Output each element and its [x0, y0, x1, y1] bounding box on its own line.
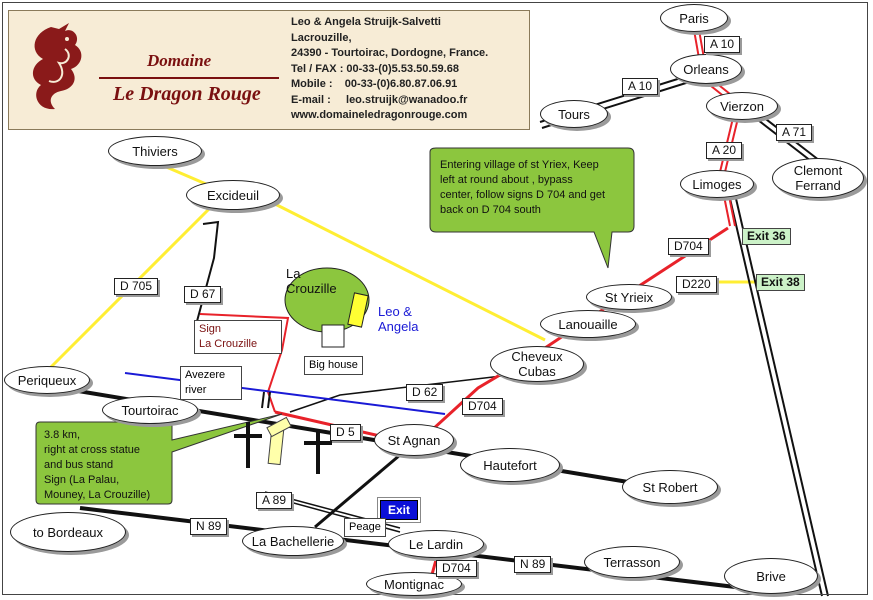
road-label-d705: D 705 [114, 278, 159, 295]
town-orleans: Orleans [670, 54, 742, 84]
road-label-a10-west: A 10 [622, 78, 659, 95]
callout-cross-shape [35, 413, 283, 505]
cross-right-icon [316, 430, 320, 474]
route-lacrouzille-line [199, 313, 290, 413]
town-thiviers: Thiviers [108, 136, 202, 166]
sign-la-crouzille-box: Sign La Crouzille [194, 320, 282, 354]
avezere-river-box: Avezere river [180, 366, 242, 400]
road-label-d704-south: D704 [436, 560, 477, 577]
road-label-d67: D 67 [184, 286, 222, 303]
cross-left-icon [246, 422, 250, 468]
exit-blue-label: Exit [380, 500, 418, 520]
route-limoges-exit-a [723, 195, 731, 227]
contact-email: E-mail : leo.struijk@wanadoo.fr [291, 93, 468, 106]
road-label-a20: A 20 [706, 142, 743, 159]
callout-styriex-shape [429, 147, 635, 269]
road-d62-line [289, 374, 511, 413]
motorway-a20-south-b [733, 189, 829, 597]
town-st-agnan: St Agnan [374, 424, 454, 456]
town-tours: Tours [540, 100, 608, 128]
exit-36-label: Exit 36 [742, 228, 791, 245]
town-paris: Paris [660, 4, 728, 32]
road-label-a89: A 89 [256, 492, 293, 509]
road-label-d220: D220 [676, 276, 717, 293]
town-st-robert: St Robert [622, 470, 718, 504]
road-label-n89-west: N 89 [190, 518, 228, 535]
contact-mobile: Mobile : 00-33-(0)6.80.87.06.91 [291, 78, 458, 90]
bridge-marks-icon [261, 391, 271, 409]
town-le-lardin: Le Lardin [388, 530, 484, 558]
town-clermont-ferrand: Clemont Ferrand [772, 158, 864, 198]
yellow-roads [48, 158, 760, 370]
road-label-n89-east: N 89 [514, 556, 552, 573]
road-stagnan-bachellerie-line [314, 453, 401, 529]
road-label-a10-north: A 10 [704, 36, 741, 53]
sign-line-1: Sign [199, 323, 222, 335]
big-house-label: Big house [304, 356, 363, 375]
road-label-d704-mid: D704 [462, 398, 503, 415]
contact-name: Leo & Angela Struijk-Salvetti [291, 16, 441, 28]
callout-styriex-text: Entering village of st Yriex, Keep left … [440, 159, 606, 216]
sign-line-2: La Crouzille [199, 338, 258, 350]
header-panel: Domaine Le Dragon Rouge Leo & Angela Str… [8, 10, 530, 130]
town-periqueux: Periqueux [4, 366, 90, 394]
town-lanouaille: Lanouaille [540, 310, 636, 338]
brand-line-1: Domaine [147, 51, 212, 70]
peage-label: Peage [344, 518, 386, 537]
logo: Domaine Le Dragon Rouge [15, 17, 285, 125]
exit-38-label: Exit 38 [756, 274, 805, 291]
town-hautefort: Hautefort [460, 448, 560, 482]
cross-statues [234, 422, 332, 474]
town-vierzon: Vierzon [706, 92, 778, 120]
town-limoges: Limoges [680, 170, 754, 198]
road-label-a71: A 71 [776, 124, 813, 141]
route-limoges-exit-b [728, 195, 736, 227]
town-st-yrieix: St Yrieix [586, 284, 672, 310]
contact-address: 24390 - Tourtoirac, Dordogne, France. [291, 47, 489, 59]
la-crouzille-label: La Crouzille [286, 266, 337, 296]
contact-place: Lacrouzille, [291, 31, 352, 44]
town-to-bordeaux: to Bordeaux [10, 512, 126, 552]
town-tourtoirac: Tourtoirac [102, 396, 198, 424]
town-montignac: Montignac [366, 572, 462, 596]
town-cheveux-cubas: Cheveux Cubas [490, 346, 584, 382]
road-label-d5: D 5 [330, 424, 361, 441]
contact-tel: Tel / FAX : 00-33-(0)5.53.50.59.68 [291, 62, 459, 75]
leo-angela-house [347, 292, 369, 328]
avezere-line-2: river [185, 384, 207, 396]
town-excideuil: Excideuil [186, 180, 280, 210]
brand-rule [99, 77, 279, 79]
town-brive: Brive [724, 558, 818, 594]
big-house-marker [321, 324, 345, 348]
road-label-d62: D 62 [406, 384, 444, 401]
road-excideuil-cheveux-line [274, 202, 546, 342]
leo-angela-label: Leo & Angela [378, 304, 419, 334]
town-terrasson: Terrasson [584, 546, 680, 578]
avezere-river-line [124, 372, 446, 415]
road-label-d704-upper: D704 [668, 238, 709, 255]
town-la-bachellerie: La Bachellerie [242, 526, 344, 556]
dragon-logo-icon [32, 23, 82, 110]
contact-website: www.domaineledragonrouge.com [291, 109, 468, 121]
avezere-line-1: Avezere [185, 369, 226, 381]
callout-cross-text: 3.8 km, right at cross statue and bus st… [44, 429, 151, 501]
road-d67-line [195, 220, 220, 326]
brand-line-2: Le Dragon Rouge [113, 83, 261, 105]
motorway-a20-south-a [727, 189, 823, 597]
